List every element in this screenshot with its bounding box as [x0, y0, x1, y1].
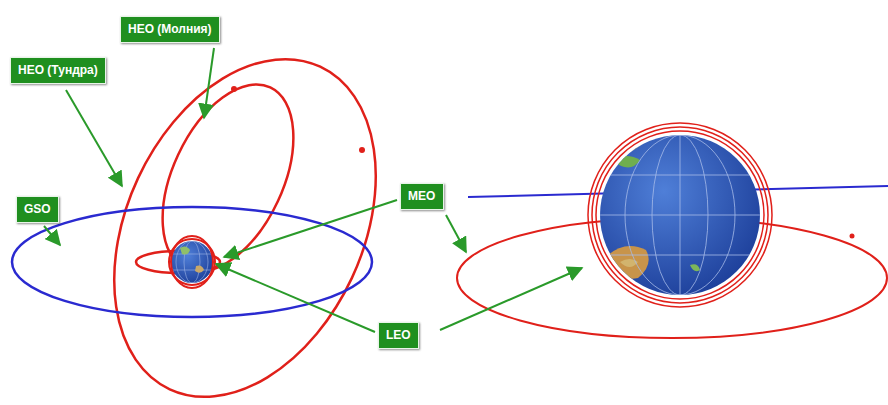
orbit-label-box: HEO (Тундра): [10, 57, 106, 84]
earth-large: [600, 122, 780, 295]
orbit-label: LEO: [386, 328, 411, 343]
orbit-label: HEO (Молния): [128, 22, 212, 37]
leo-ring: [596, 131, 764, 299]
leo-ring: [592, 127, 768, 303]
leo-ring: [171, 236, 213, 288]
leo-ring: [588, 123, 772, 307]
orbit-label: MEO: [408, 189, 436, 204]
molniya-orbit: [136, 64, 320, 292]
orbit-label-box: HEO (Молния): [120, 16, 220, 43]
satellite-dot: [850, 234, 855, 239]
orbit-label-box: LEO: [378, 322, 419, 349]
leader-lines: [44, 48, 582, 332]
orbit-label-box: GSO: [16, 196, 59, 223]
orbit-label: GSO: [24, 202, 51, 217]
satellite-dot: [231, 86, 237, 92]
orbit-label: HEO (Тундра): [18, 63, 98, 78]
earth-small: [170, 241, 214, 283]
satellite-dot: [359, 147, 365, 153]
orbit-label-box: MEO: [400, 183, 444, 210]
gso-orbit: [12, 207, 372, 317]
